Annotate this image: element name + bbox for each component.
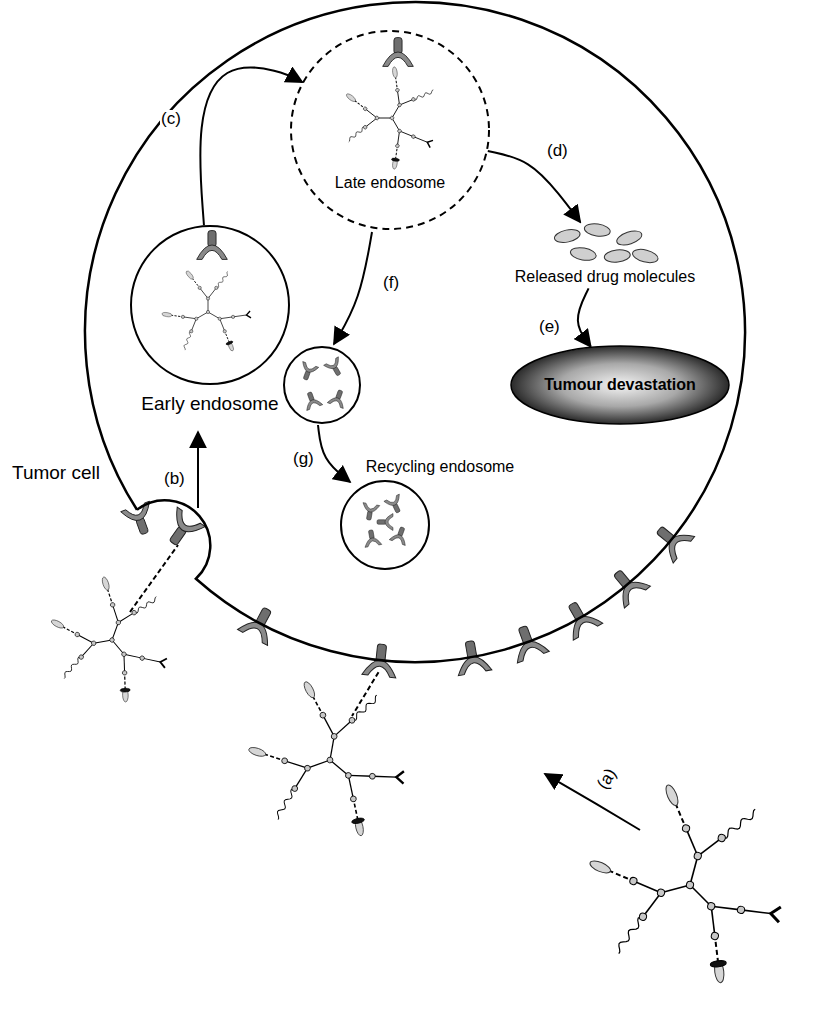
dendrimer <box>325 52 456 180</box>
dendrimer <box>33 564 187 712</box>
node-outline <box>510 345 730 425</box>
early-endosome: Early endosome <box>130 225 290 385</box>
process-arrow <box>197 432 199 508</box>
drug-release: Released drug molecules <box>510 222 701 288</box>
receptor <box>648 516 694 563</box>
receptor <box>121 501 160 539</box>
node-outline <box>85 2 745 662</box>
receptor <box>384 494 406 516</box>
receptor <box>377 514 393 531</box>
process-arrow <box>578 288 591 346</box>
step-label: (f) <box>382 274 400 293</box>
node-label: Tumour devastation <box>544 376 696 394</box>
tumour-devastation: Tumour devastation <box>510 345 730 425</box>
dendrimer <box>237 672 419 843</box>
step-label: (g) <box>292 450 315 469</box>
process-arrow <box>200 67 302 225</box>
transport-vesicle <box>284 347 360 423</box>
process-arrow <box>334 232 372 344</box>
node-outline <box>130 225 290 385</box>
receptor <box>324 357 347 379</box>
receptor <box>238 601 283 645</box>
receptor <box>362 643 399 678</box>
recycling-endosome: Recycling endosome <box>340 480 430 570</box>
node-label: Late endosome <box>335 174 445 192</box>
process-arrow <box>488 151 580 222</box>
receptor <box>453 638 492 675</box>
node-outline <box>510 222 701 288</box>
receptor <box>383 38 414 67</box>
step-label: (c) <box>160 110 182 129</box>
receptor <box>604 562 651 608</box>
late-endosome: Late endosome <box>290 30 490 230</box>
receptor <box>506 621 549 663</box>
receptor <box>557 595 602 640</box>
dendrimer <box>162 270 251 352</box>
node-label: Early endosome <box>141 393 278 415</box>
receptor <box>327 388 348 409</box>
receptor <box>197 231 228 260</box>
receptor <box>297 362 318 383</box>
receptor <box>301 390 322 411</box>
dendrimer <box>568 768 807 995</box>
step-label: (a) <box>593 765 621 794</box>
node-label: Released drug molecules <box>515 268 696 286</box>
node-outline <box>290 30 490 230</box>
receptor <box>362 529 382 548</box>
cell-membrane: Tumor cellEarly endosomeLate endosomeRel… <box>85 2 745 662</box>
process-arrow <box>545 774 640 830</box>
process-arrow <box>318 425 350 482</box>
node-label: Recycling endosome <box>366 458 515 476</box>
receptor <box>360 503 380 522</box>
step-label: (b) <box>163 470 186 489</box>
receptor <box>159 507 205 553</box>
node-label: Tumor cell <box>12 462 100 484</box>
node-outline <box>340 480 430 570</box>
step-label: (d) <box>546 142 569 161</box>
step-label: (e) <box>538 318 561 337</box>
